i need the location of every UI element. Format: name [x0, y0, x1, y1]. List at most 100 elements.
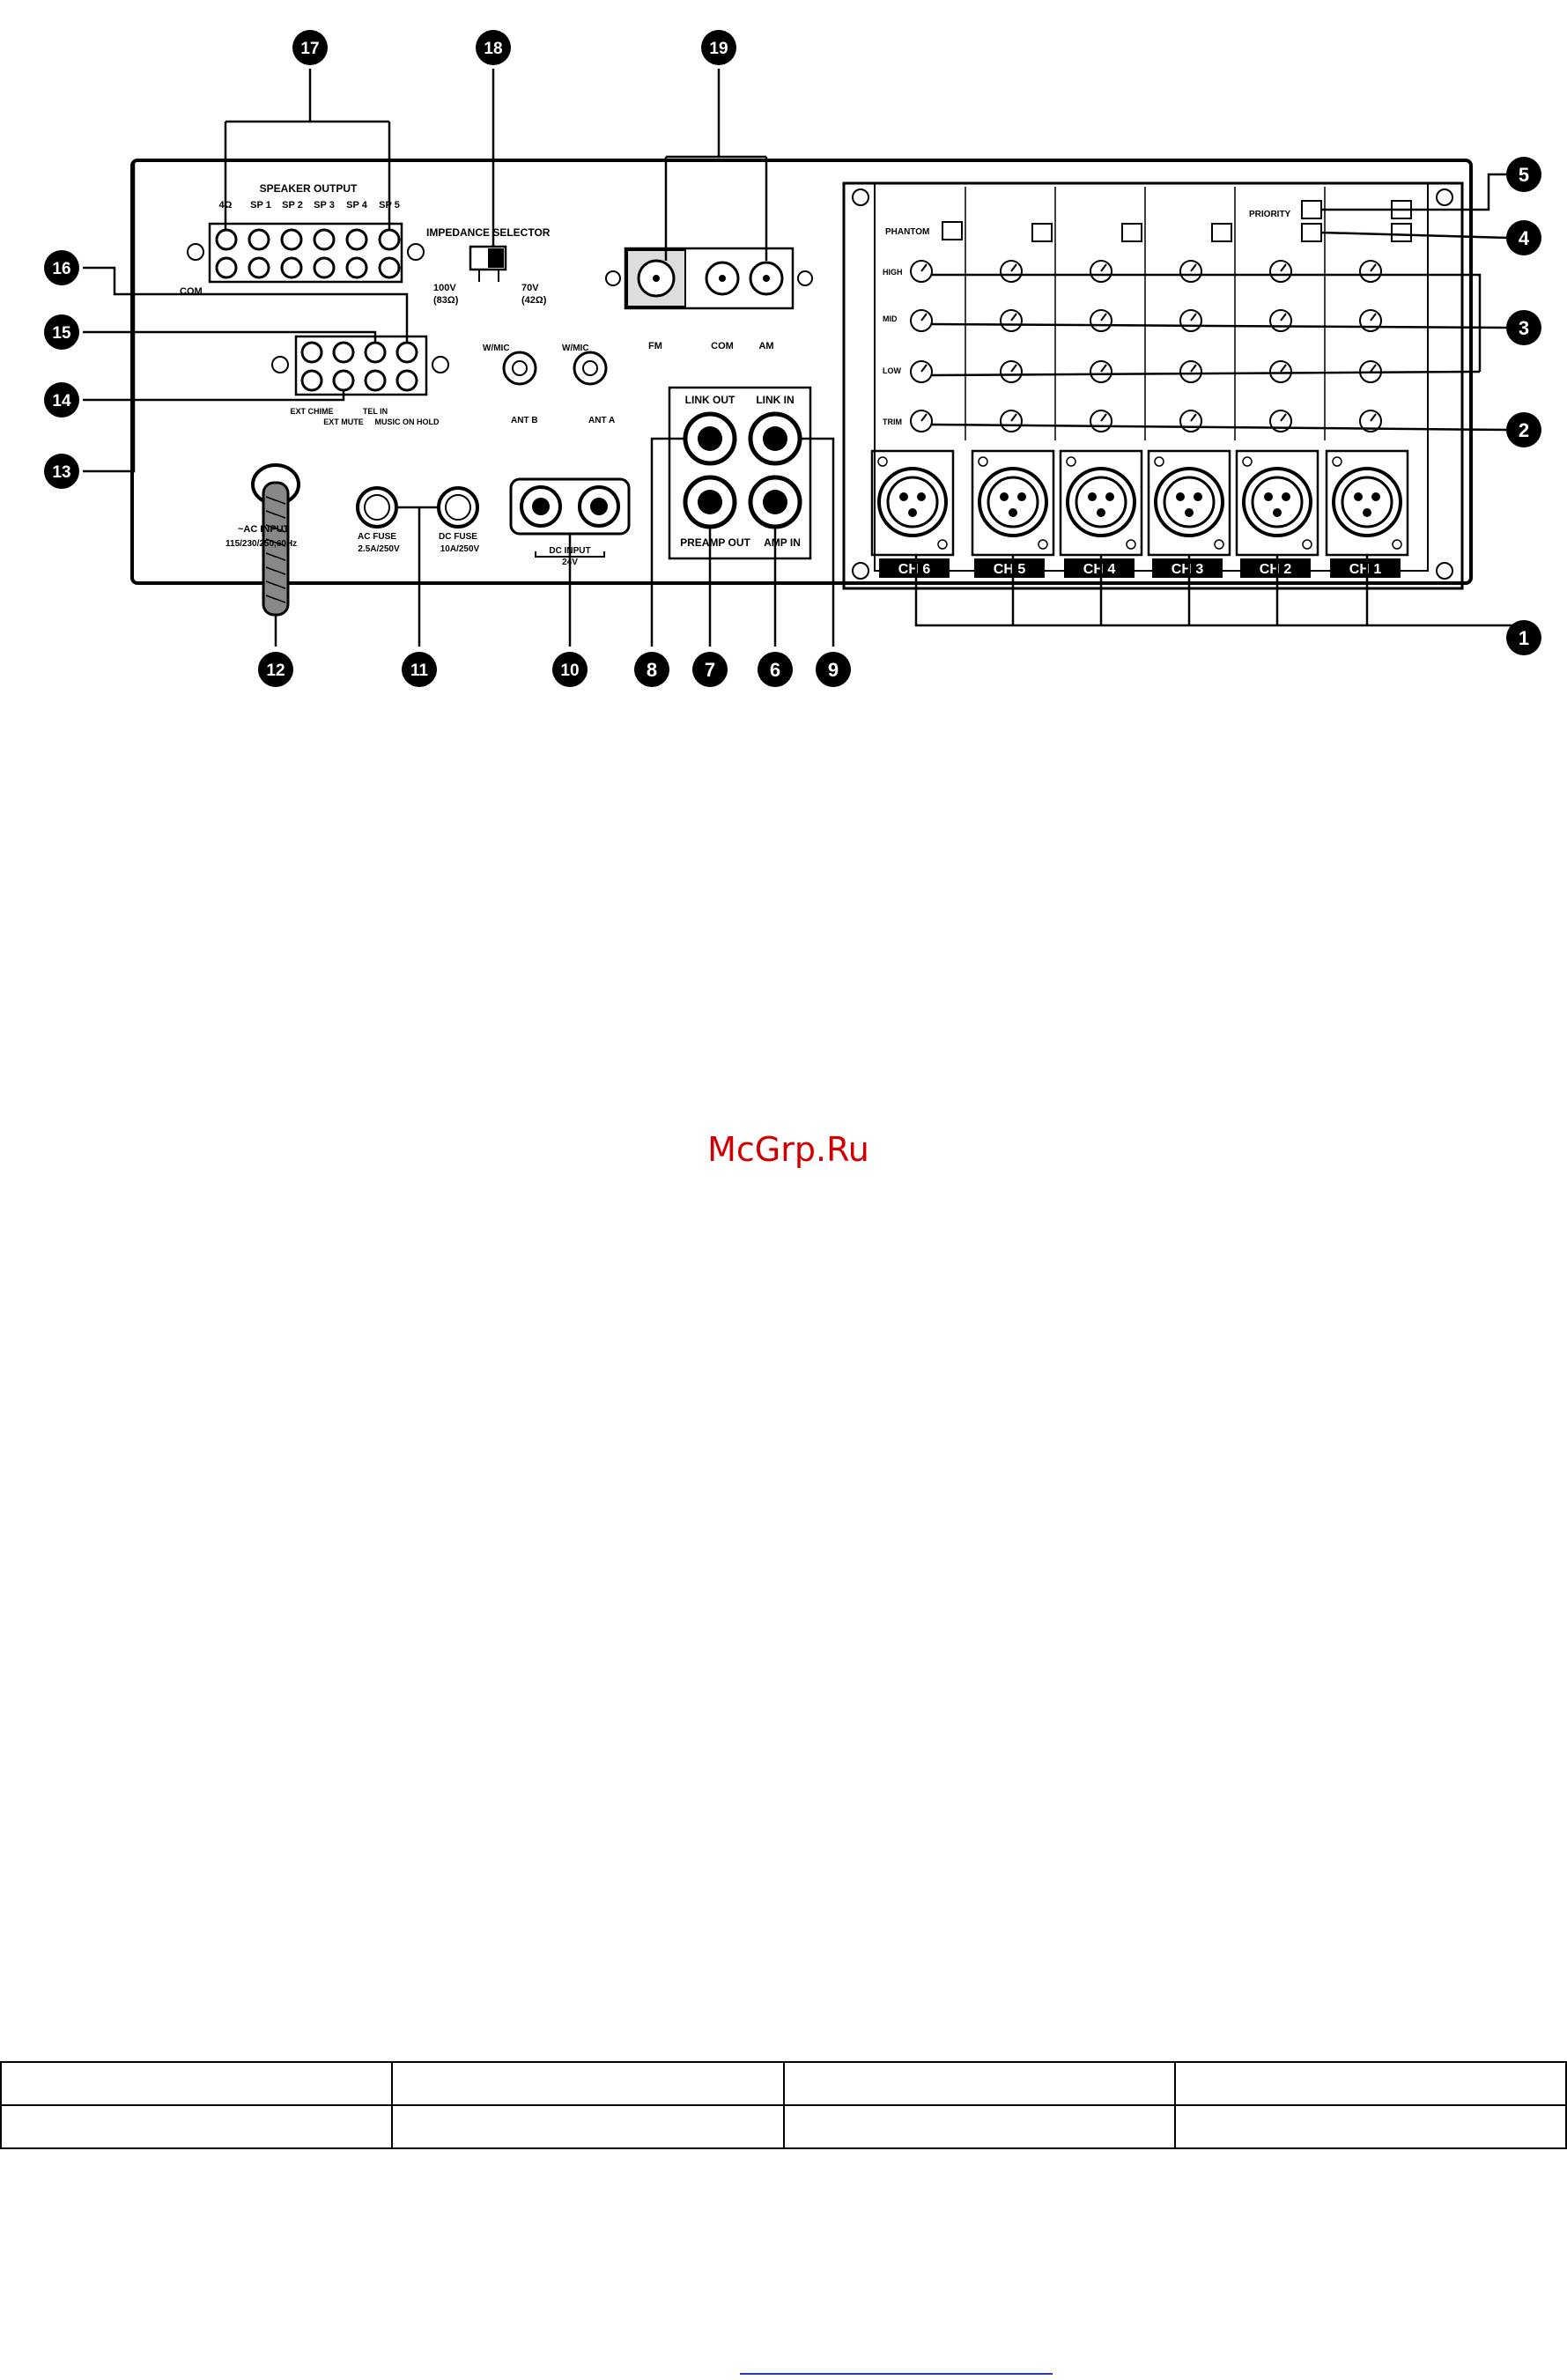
antenna-block-mount-left — [605, 270, 621, 286]
table-cell — [1173, 2104, 1567, 2149]
xlr-jacks — [870, 449, 1409, 557]
ac-input-label: ~AC INPUT — [238, 524, 290, 535]
ant-a-jack — [573, 351, 608, 386]
table-cell — [391, 2061, 785, 2106]
terminal-ext-mute: EXT MUTE — [323, 418, 364, 426]
speaker-terminal-strip — [208, 222, 403, 284]
dc-fuse-holder — [437, 486, 479, 528]
callout-4: 4 — [1506, 220, 1541, 255]
terminal-music-on-hold: MUSIC ON HOLD — [375, 418, 440, 426]
svg-text:3: 3 — [1519, 317, 1529, 339]
ac-fuse-label: AC FUSE — [358, 532, 396, 542]
callout-5: 5 — [1506, 157, 1541, 192]
svg-text:11: 11 — [410, 662, 429, 680]
knob-row-trim: TRIM — [883, 418, 902, 426]
callout-18: 18 — [476, 30, 511, 65]
fm-label: FM — [648, 341, 662, 351]
impedance-70v-sub: (42Ω) — [521, 295, 547, 306]
knob-row-high: HIGH — [883, 268, 903, 277]
impedance-100v-sub: (83Ω) — [433, 295, 459, 306]
table-cell — [0, 2104, 394, 2149]
speaker-terminal-sp1: SP 1 — [250, 200, 271, 211]
control-terminal-strip — [294, 335, 428, 396]
table-cell — [782, 2104, 1176, 2149]
preamp-out-label: PREAMP OUT — [680, 536, 750, 549]
svg-text:19: 19 — [709, 40, 728, 58]
link-jacks — [683, 411, 802, 529]
speaker-strip-mount-right — [407, 243, 425, 261]
table-row — [0, 2061, 1567, 2106]
link-out-label: LINK OUT — [685, 394, 735, 406]
svg-text:9: 9 — [828, 659, 839, 681]
callout-10: 10 — [552, 652, 588, 687]
speaker-terminal-sp4: SP 4 — [346, 200, 368, 211]
phantom-label: PHANTOM — [885, 227, 929, 237]
channel-label-ch6: CH 6 — [898, 562, 931, 577]
callout-6: 6 — [758, 652, 793, 687]
svg-text:6: 6 — [770, 659, 780, 681]
svg-text:16: 16 — [52, 260, 70, 278]
mixer-module-inner — [874, 182, 1429, 572]
dc-fuse-label: DC FUSE — [439, 532, 477, 542]
callout-12: 12 — [258, 652, 293, 687]
antenna-block-mount-right — [797, 270, 813, 286]
svg-text:4: 4 — [1519, 227, 1530, 249]
svg-text:2: 2 — [1519, 419, 1529, 441]
channel-label-ch3: CH 3 — [1172, 562, 1204, 577]
dc-fuse-rating: 10A/250V — [440, 544, 480, 554]
svg-text:10: 10 — [560, 662, 579, 680]
svg-text:15: 15 — [52, 324, 71, 343]
terminal-ext-chime: EXT CHIME — [290, 407, 333, 416]
control-terminal-screws — [300, 341, 418, 392]
knob-row-mid: MID — [883, 314, 898, 323]
watermark: McGrp.Ru — [707, 1130, 869, 1169]
table-row — [0, 2104, 1567, 2149]
wmic-label-b: W/MIC — [483, 344, 510, 353]
rear-panel-diagram: PHANTOM PRIORITY HIGH MID LOW TRIM — [44, 30, 1541, 1169]
callout-2: 2 — [1506, 412, 1541, 447]
speaker-terminal-sp2: SP 2 — [282, 200, 303, 211]
eq-knobs — [910, 260, 1382, 432]
callout-15: 15 — [44, 314, 79, 350]
knob-pointers — [920, 263, 1377, 422]
phantom-switches — [942, 221, 1412, 242]
ant-a-label: ANT A — [588, 416, 615, 425]
channel-label-ch5: CH 5 — [994, 562, 1026, 577]
callout-7: 7 — [692, 652, 728, 687]
impedance-switch-lever — [488, 248, 504, 268]
ac-fuse-holder — [356, 486, 398, 528]
ac-power-cord — [262, 481, 290, 617]
ac-input-rating: 115/230/250,60Hz — [225, 539, 297, 549]
knob-row-low: LOW — [883, 366, 901, 375]
channel-label-ch1: CH 1 — [1349, 562, 1382, 577]
callout-17: 17 — [292, 30, 328, 65]
svg-text:8: 8 — [647, 659, 657, 681]
channel-label-ch2: CH 2 — [1260, 562, 1292, 577]
link-jack-block — [668, 386, 812, 560]
callout-13: 13 — [44, 454, 79, 489]
channel-label-ch4: CH 4 — [1083, 562, 1116, 577]
impedance-100v: 100V — [433, 283, 456, 293]
empty-grid-table — [0, 2061, 1567, 2149]
table-cell — [782, 2061, 1176, 2106]
callout-11: 11 — [402, 652, 437, 687]
ant-b-jack — [502, 351, 537, 386]
speaker-terminal-sp3: SP 3 — [314, 200, 335, 211]
svg-text:5: 5 — [1519, 164, 1529, 186]
svg-text:1: 1 — [1519, 627, 1529, 649]
callout-8: 8 — [634, 652, 669, 687]
svg-text:17: 17 — [300, 40, 319, 58]
callout-9: 9 — [816, 652, 851, 687]
control-strip-mount-right — [432, 356, 449, 373]
speaker-terminal-screws — [215, 228, 401, 279]
impedance-selector-title: IMPEDANCE SELECTOR — [426, 226, 551, 239]
callout-3: 3 — [1506, 310, 1541, 345]
ant-b-label: ANT B — [511, 416, 538, 425]
channel-label-tabs — [879, 558, 1401, 578]
callout-19: 19 — [701, 30, 736, 65]
table-cell — [0, 2061, 394, 2106]
svg-text:18: 18 — [484, 40, 502, 58]
svg-text:13: 13 — [52, 463, 70, 482]
footer-link-underline[interactable] — [740, 2373, 1053, 2375]
amp-in-label: AMP IN — [764, 536, 801, 549]
